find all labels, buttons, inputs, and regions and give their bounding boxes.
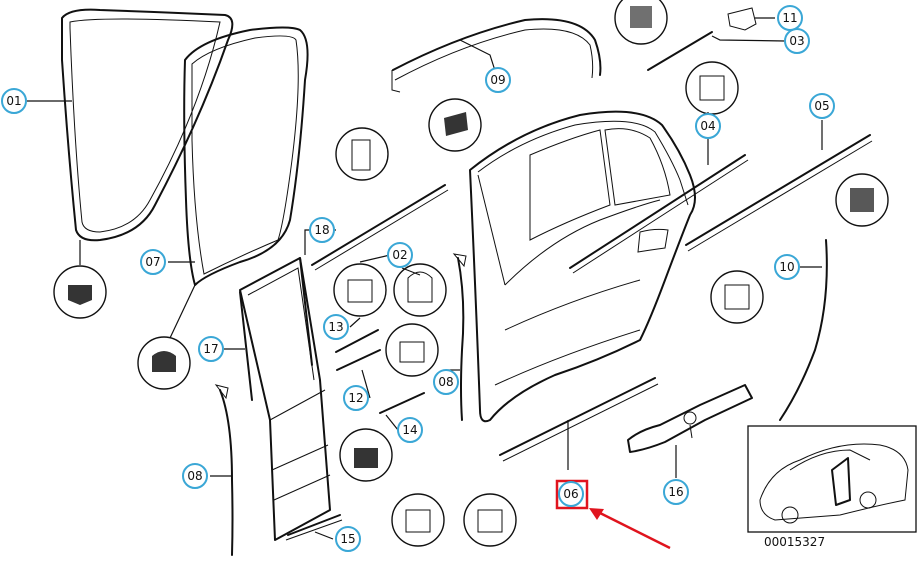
callout-label: 08 [187,469,202,483]
part-14-strip [379,392,425,414]
callout-label: 17 [203,342,218,356]
callout-layer: 01 02 03 04 05 06 07 08 08 09 10 11 12 13 14 15 16 17 18 [1,5,835,552]
callout-02: 02 [387,242,413,268]
callout-label: 03 [789,34,804,48]
callout-08: 08 [182,463,208,489]
rear-pillar-panel [239,257,331,541]
callout-label: 07 [145,255,160,269]
part-09-roof-strip [391,18,602,93]
callout-01: 01 [1,88,27,114]
callout-label: 08 [438,375,453,389]
part-08-seal-strip-mid [452,253,467,421]
leader-lines [27,17,823,540]
part-06-sill-strip [499,377,659,462]
part-15-strip [285,514,343,541]
part-11-clip [727,7,757,31]
callout-label: 04 [700,119,715,133]
callout-16: 16 [663,479,689,505]
arrow-head [589,508,604,520]
section-profiles [68,6,874,533]
callout-12: 12 [343,385,369,411]
highlight-06 [555,479,671,550]
part-12-strip [336,349,381,371]
callout-18: 18 [309,217,335,243]
callout-10: 10 [774,254,800,280]
rear-door-panel [469,110,696,423]
inset-reference-code: 00015327 [764,535,825,549]
inset-overview: 00015327 [747,425,917,549]
callout-label: 11 [782,11,797,25]
part-05-outer-strip [685,134,873,252]
callout-07: 07 [140,249,166,275]
callout-label: 13 [328,320,343,334]
callout-06: 06 [558,481,584,507]
callout-label: 10 [779,260,794,274]
callout-label: 14 [402,423,417,437]
callout-label: 18 [314,223,329,237]
callout-03: 03 [784,28,810,54]
callout-11: 11 [777,5,803,31]
callout-14: 14 [397,417,423,443]
callout-label: 09 [490,73,505,87]
callout-13: 13 [323,314,349,340]
callout-04: 04 [695,113,721,139]
part-07-frame-seal [183,26,309,286]
callout-label: 01 [6,94,21,108]
callout-17: 17 [198,336,224,362]
part-16-door-check [627,384,753,453]
callout-label: 05 [814,99,829,113]
part-13-strip [335,329,379,353]
callout-label: 15 [340,532,355,546]
section-details [53,0,889,547]
callout-08-b: 08 [433,369,459,395]
part-02-strip [311,184,449,271]
callout-label: 16 [668,485,683,499]
callout-15: 15 [335,526,361,552]
part-10-seal-strip [779,239,828,421]
callout-label: 12 [348,391,363,405]
part-08-seal-strip-left [214,384,234,556]
callout-09: 09 [485,67,511,93]
part-04-belt-strip [569,154,749,274]
part-03-strip [647,31,713,71]
callout-05: 05 [809,93,835,119]
callout-label: 06 [563,487,578,501]
callout-label: 02 [392,248,407,262]
